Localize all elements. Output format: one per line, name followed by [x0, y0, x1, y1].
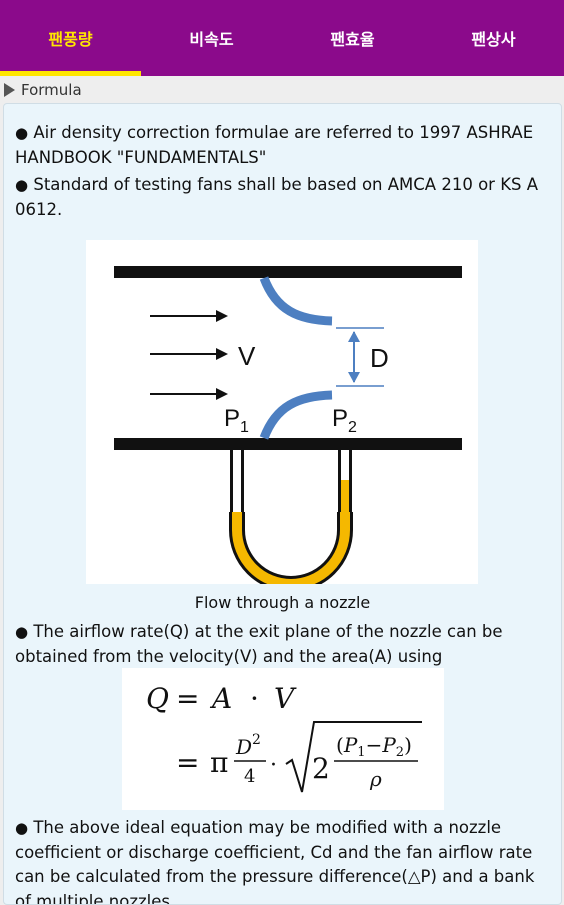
u-tube-manometer	[229, 450, 353, 584]
tab-fan-similarity[interactable]: 팬상사	[423, 0, 564, 76]
pressure-p1-label: P1	[224, 405, 249, 436]
formula-q: Q	[146, 682, 169, 715]
paragraph-airflow-rate: ● The airflow rate(Q) at the exit plane …	[15, 620, 545, 669]
tab-label: 팬효율	[330, 30, 375, 49]
formula-pi: π	[210, 746, 228, 779]
paragraph-text: The above ideal equation may be modified…	[15, 818, 535, 905]
paragraph-text: Standard of testing fans shall be based …	[15, 175, 539, 219]
formula-dot-2: ·	[270, 753, 277, 778]
lower-nozzle-curve	[259, 390, 333, 440]
square-root-sign	[285, 721, 422, 793]
section-title: Formula	[21, 81, 82, 99]
formula-content-panel: ● Air density correction formulae are re…	[3, 103, 562, 905]
velocity-label: V	[238, 341, 256, 371]
bullet-icon: ●	[15, 623, 29, 641]
formula-dot: ·	[250, 682, 259, 715]
tab-label: 팬상사	[471, 30, 516, 49]
flow-arrows	[150, 310, 228, 400]
formula-rho: ρ	[369, 767, 382, 791]
paragraph-density: ● Air density correction formulae are re…	[15, 121, 545, 170]
formula-d-exponent: 2	[252, 732, 261, 748]
formula-equals-2: =	[176, 746, 199, 779]
section-header[interactable]: Formula	[0, 79, 564, 101]
upper-nozzle-curve	[259, 276, 333, 326]
bullet-icon: ●	[15, 176, 29, 194]
active-tab-indicator	[0, 71, 141, 76]
expand-triangle-icon[interactable]	[4, 83, 15, 97]
diameter-dimension	[336, 327, 384, 387]
paragraph-nozzle-coefficient: ● The above ideal equation may be modifi…	[15, 816, 545, 905]
tab-fan-airflow[interactable]: 팬풍량	[0, 0, 141, 76]
paragraph-standard: ● Standard of testing fans shall be base…	[15, 173, 545, 222]
tab-bar: 팬풍량 비속도 팬효율 팬상사	[0, 0, 564, 76]
formula-numerator: (P1−P2)	[336, 733, 412, 760]
diameter-label: D	[370, 343, 389, 373]
tab-fan-efficiency[interactable]: 팬효율	[282, 0, 423, 76]
formula-equals: =	[176, 682, 199, 715]
formula-four: 4	[244, 766, 255, 787]
formula-d: D	[235, 735, 252, 759]
tab-label: 팬풍량	[48, 30, 93, 49]
formula-v: V	[274, 682, 297, 715]
pressure-p2-label: P2	[332, 405, 357, 436]
upper-duct-wall	[114, 266, 462, 278]
lower-duct-wall	[114, 438, 462, 450]
tab-specific-speed[interactable]: 비속도	[141, 0, 282, 76]
airflow-formula: Q A V = · = π · 2 D 2 4 (P1−P2) ρ	[122, 668, 444, 810]
paragraph-text: The airflow rate(Q) at the exit plane of…	[15, 622, 503, 666]
bullet-icon: ●	[15, 819, 29, 837]
formula-a: A	[209, 682, 232, 715]
figure-caption: Flow through a nozzle	[194, 593, 371, 612]
paragraph-text: Air density correction formulae are refe…	[15, 123, 534, 167]
tab-label: 비속도	[189, 30, 234, 49]
nozzle-flow-diagram: V D P1 P2	[86, 240, 478, 584]
formula-two: 2	[312, 752, 330, 785]
bullet-icon: ●	[15, 124, 29, 142]
